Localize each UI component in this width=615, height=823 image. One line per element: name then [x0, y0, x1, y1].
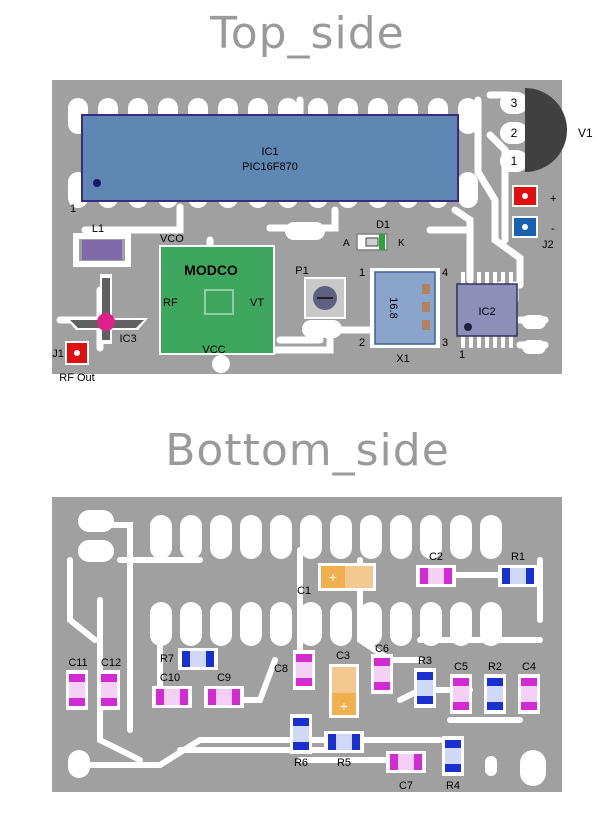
ic2-name: IC2 — [478, 306, 495, 318]
c12-name: C12 — [101, 657, 121, 669]
r6-name: R6 — [294, 757, 308, 769]
bottom-side-title: Bottom_side — [165, 425, 450, 476]
j2-minus-label: - — [551, 223, 555, 235]
c11-capacitor — [66, 670, 88, 710]
r4-resistor — [442, 736, 464, 776]
j1-rf-out-label: RF Out — [59, 372, 94, 384]
r7-resistor — [178, 648, 218, 670]
v1-pin-3: 3 — [511, 96, 518, 110]
c8-capacitor — [293, 650, 315, 690]
c4-capacitor — [518, 674, 540, 714]
x1-crystal: 16.8 — [370, 268, 440, 348]
p1-name: P1 — [295, 265, 308, 277]
ic1-name: IC1 — [261, 146, 278, 158]
v1-pin-1: 1 — [511, 154, 518, 168]
j2-plus-label: + — [550, 193, 556, 205]
modco-vcc-label: VCC — [202, 344, 225, 356]
c1-capacitor: + — [318, 563, 376, 591]
l1-name: L1 — [92, 223, 104, 235]
x1-pin-1: 1 — [359, 267, 365, 279]
ic2-pin1-label: 1 — [459, 349, 465, 361]
c4-name: C4 — [522, 661, 536, 673]
r3-name: R3 — [418, 655, 432, 667]
v1-regulator — [525, 88, 567, 172]
x1-value-label: 16.8 — [387, 297, 399, 318]
x1-pin-4: 4 — [442, 267, 448, 279]
d1-cathode-label: K — [398, 238, 405, 249]
c10-name: C10 — [160, 672, 180, 684]
modco-name: MODCO — [184, 262, 238, 278]
d1-name: D1 — [376, 219, 390, 231]
svg-text:+: + — [340, 698, 348, 714]
x1-name: X1 — [396, 353, 409, 365]
c10-capacitor — [152, 686, 192, 708]
j2-name: J2 — [542, 239, 554, 251]
ic1-part-label: PIC16F870 — [242, 161, 298, 173]
c5-name: C5 — [454, 661, 468, 673]
j2-connector — [512, 185, 538, 238]
svg-text:+: + — [329, 569, 337, 585]
c8-name: C8 — [274, 663, 288, 675]
c11-name: C11 — [68, 657, 87, 669]
c7-name: C7 — [399, 780, 413, 792]
x1-pin-3: 3 — [442, 337, 448, 349]
r2-name: R2 — [488, 661, 502, 673]
modco-rf-label: RF — [163, 297, 178, 309]
d1-diode — [356, 233, 388, 251]
r7-name: R7 — [160, 653, 174, 665]
c5-capacitor — [450, 674, 472, 714]
j1-name: J1 — [52, 348, 64, 360]
c2-name: C2 — [429, 551, 443, 563]
x1-pin-2: 2 — [359, 337, 365, 349]
c1-name: C1 — [297, 585, 311, 597]
l1-inductor — [73, 233, 131, 267]
r5-name: R5 — [337, 757, 351, 769]
r1-name: R1 — [511, 551, 525, 563]
j1-connector — [65, 341, 89, 365]
d1-anode-label: A — [343, 238, 350, 249]
vco-label: VCO — [160, 233, 184, 245]
c6-name: C6 — [375, 643, 389, 655]
r6-resistor — [290, 714, 312, 754]
modco-module — [159, 245, 275, 355]
ic1-chip — [81, 114, 459, 202]
modco-vt-label: VT — [250, 297, 264, 309]
r5-resistor — [324, 731, 364, 753]
r2-resistor — [484, 674, 506, 714]
ic3-name: IC3 — [119, 333, 136, 345]
ic3-transistor — [66, 274, 148, 344]
c9-capacitor — [204, 686, 244, 708]
c3-name: C3 — [336, 650, 350, 662]
c6-capacitor — [371, 654, 393, 694]
top-side-title: Top_side — [210, 8, 405, 59]
v1-pin-2: 2 — [511, 126, 518, 140]
c3-capacitor: + — [329, 664, 359, 718]
ic2-chip — [456, 272, 518, 348]
v1-name: V1 — [578, 126, 593, 140]
ic1-pin1-label: 1 — [70, 203, 76, 215]
c2-capacitor — [416, 565, 456, 587]
c9-name: C9 — [217, 672, 231, 684]
r3-resistor — [414, 668, 436, 708]
r1-resistor — [498, 565, 538, 587]
c12-capacitor — [98, 670, 120, 710]
p1-potentiometer — [304, 277, 346, 319]
c7-capacitor — [386, 751, 426, 773]
r4-name: R4 — [446, 780, 460, 792]
